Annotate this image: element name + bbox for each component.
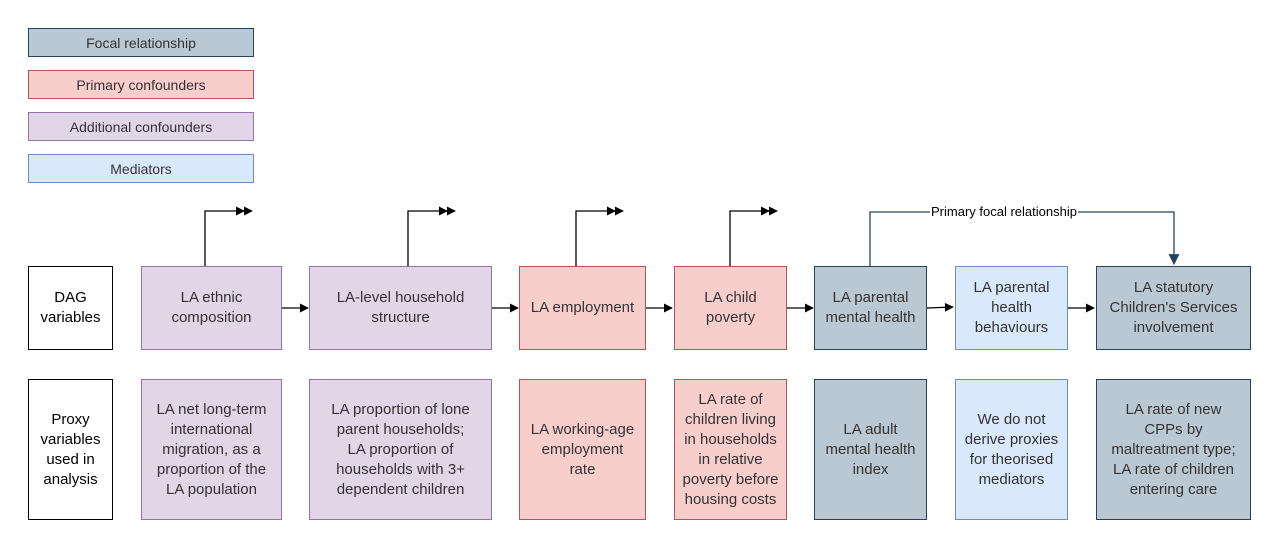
arrow-household-onward [407,206,448,266]
legend-additional-confounders: Additional confounders [28,112,254,141]
proxy-household-structure: LA proportion of lone parent households;… [309,379,492,520]
proxy-parental-mental-health: LA adult mental health index [814,379,927,520]
arrow-ethnic-onward [204,206,245,266]
dag-node-parental-mental-health: LA parental mental health [814,266,927,350]
proxy-ethnic-composition: LA net long-term international migration… [141,379,282,520]
dag-node-ethnic-composition: LA ethnic composition [141,266,282,350]
arrow-employment-onward [575,206,616,266]
row-label-proxy-variables: Proxy variables used in analysis [28,379,113,520]
legend-mediators: Mediators [28,154,254,183]
dag-node-child-poverty: LA child poverty [674,266,787,350]
legend-focal-relationship: Focal relationship [28,28,254,57]
arrow-parental-mh-to-behaviours [926,302,954,312]
proxy-child-poverty: LA rate of children living in households… [674,379,787,520]
dag-node-employment: LA employment [519,266,646,350]
edge-label-primary-focal: Primary focal relationship [930,204,1078,220]
dag-node-household-structure: LA-level household structure [309,266,492,350]
dag-node-parental-health-behaviours: LA parental health behaviours [955,266,1068,350]
proxy-childrens-services: LA rate of new CPPs by maltreatment type… [1096,379,1251,520]
arrow-child-poverty-onward [729,206,770,266]
row-label-dag-variables: DAG variables [28,266,113,350]
proxy-parental-health-behaviours: We do not derive proxies for theorised m… [955,379,1068,520]
legend-primary-confounders: Primary confounders [28,70,254,99]
dag-node-childrens-services: LA statutory Children's Services involve… [1096,266,1251,350]
arrow-primary-focal-relationship [869,211,1180,266]
proxy-employment: LA working-age employment rate [519,379,646,520]
